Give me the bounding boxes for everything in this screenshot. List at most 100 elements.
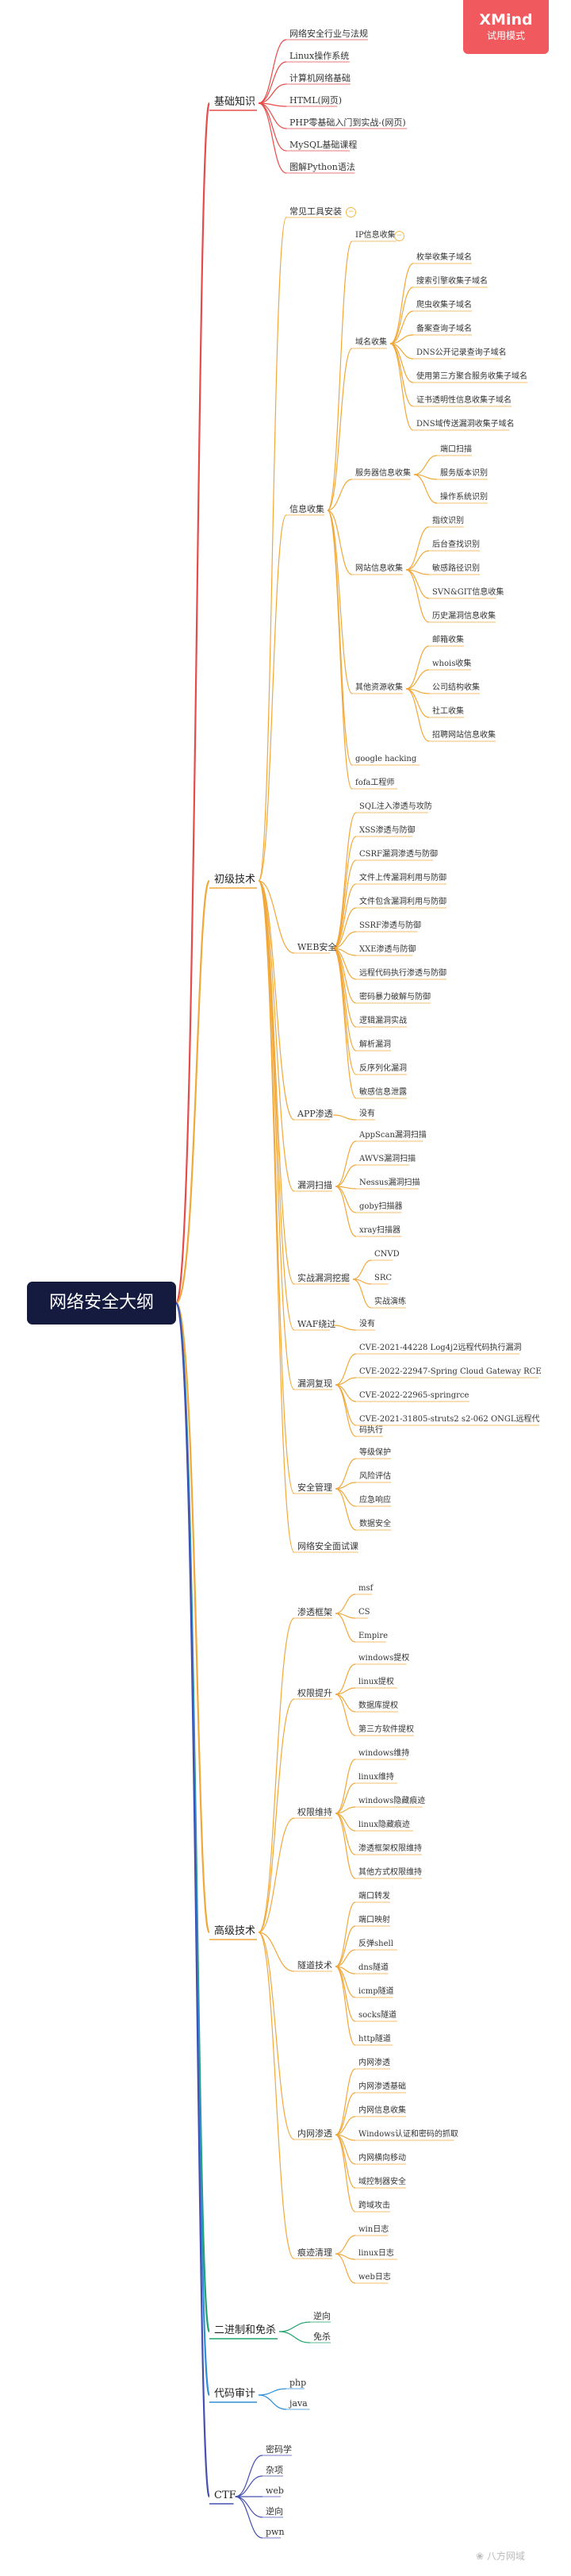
leaf-topic[interactable]: 等级保护	[359, 1448, 391, 1457]
leaf-topic[interactable]: pwn	[266, 2527, 285, 2537]
subtopic[interactable]: 其他资源收集	[355, 683, 403, 692]
main-topic[interactable]: 初级技术	[214, 874, 256, 886]
leaf-topic[interactable]: 网络安全行业与法规	[289, 29, 368, 39]
leaf-topic[interactable]: 网络安全面试课	[297, 1541, 358, 1551]
leaf-topic[interactable]: AWVS漏洞扫描	[359, 1155, 416, 1163]
leaf-topic[interactable]: linux维持	[358, 1773, 394, 1782]
leaf-topic[interactable]: Linux操作系统	[289, 51, 350, 61]
subtopic[interactable]: 漏洞扫描	[297, 1180, 332, 1190]
leaf-topic[interactable]: PHP零基础入门到实战-(网页)	[289, 117, 406, 128]
leaf-topic[interactable]: http隧道	[358, 2035, 391, 2043]
leaf-topic[interactable]: 逆向	[266, 2506, 283, 2516]
leaf-topic[interactable]: HTML(网页)	[289, 95, 343, 106]
leaf-topic[interactable]: web	[266, 2486, 284, 2496]
leaf-topic[interactable]: 历史漏洞信息收集	[432, 612, 496, 621]
leaf-topic[interactable]: 解析漏洞	[359, 1040, 391, 1049]
leaf-topic[interactable]: 渗透框架权限维持	[358, 1844, 422, 1853]
leaf-topic[interactable]: 内网渗透基础	[358, 2082, 406, 2091]
leaf-topic[interactable]: 常见工具安装	[289, 206, 342, 217]
leaf-topic[interactable]: 备案查询子域名	[416, 325, 472, 333]
subtopic[interactable]: 网站信息收集	[355, 564, 403, 573]
leaf-topic[interactable]: 服务版本识别	[440, 469, 488, 478]
leaf-topic[interactable]: SQL注入渗透与攻防	[359, 802, 432, 811]
leaf-topic[interactable]: CVE-2021-44228 Log4j2远程代码执行漏洞	[359, 1344, 522, 1352]
leaf-topic[interactable]: 内网横向移动	[358, 2154, 406, 2163]
leaf-topic[interactable]: 指纹识别	[432, 517, 464, 525]
leaf-topic[interactable]: socks隧道	[358, 2011, 397, 2020]
leaf-topic[interactable]: SRC	[374, 1274, 393, 1282]
leaf-topic[interactable]: 端口映射	[358, 1916, 390, 1924]
leaf-topic[interactable]: 内网渗透	[358, 2059, 390, 2067]
leaf-topic[interactable]: XXE渗透与防御	[359, 945, 416, 954]
leaf-topic[interactable]: 内网信息收集	[358, 2106, 406, 2115]
subtopic[interactable]: WAF绕过	[297, 1319, 336, 1329]
leaf-topic[interactable]: CVE-2021-31805-struts2 s2-062 ONGL远程代	[359, 1415, 540, 1424]
leaf-topic[interactable]: whois收集	[432, 659, 472, 668]
collapse-icon[interactable]: −	[394, 231, 404, 241]
leaf-topic[interactable]: MySQL基础课程	[289, 140, 358, 150]
leaf-topic[interactable]: CS	[358, 1608, 370, 1617]
leaf-topic[interactable]: dns隧道	[358, 1963, 389, 1972]
leaf-topic[interactable]: SSRF渗透与防御	[359, 921, 421, 930]
leaf-topic[interactable]: DNS域传送漏洞收集子域名	[416, 420, 515, 429]
leaf-topic[interactable]: 逻辑漏洞实战	[359, 1017, 407, 1025]
leaf-topic[interactable]: 反序列化漏洞	[359, 1064, 407, 1073]
leaf-topic[interactable]: 邮箱收集	[432, 636, 464, 644]
leaf-topic[interactable]: 端口转发	[358, 1892, 390, 1901]
leaf-topic[interactable]: SVN&GIT信息收集	[432, 588, 504, 597]
main-topic[interactable]: 基础知识	[214, 96, 256, 108]
leaf-topic[interactable]: DNS公开记录查询子域名	[416, 348, 507, 357]
leaf-topic[interactable]: Empire	[358, 1632, 389, 1640]
leaf-topic[interactable]: 反弹shell	[358, 1940, 393, 1948]
subtopic[interactable]: 痕迹清理	[297, 2247, 332, 2258]
leaf-topic[interactable]: web日志	[358, 2273, 391, 2282]
leaf-topic[interactable]: 招聘网站信息收集	[432, 731, 496, 740]
leaf-topic[interactable]: 域控制器安全	[358, 2178, 406, 2186]
leaf-topic[interactable]: linux日志	[358, 2249, 394, 2258]
leaf-topic[interactable]: 公司结构收集	[432, 683, 480, 692]
leaf-topic[interactable]: 证书透明性信息收集子域名	[416, 396, 512, 405]
leaf-topic[interactable]: 实战演练	[374, 1298, 406, 1306]
leaf-topic[interactable]: windows提权	[358, 1654, 410, 1663]
leaf-topic[interactable]: 码执行	[359, 1426, 383, 1435]
leaf-topic[interactable]: CNVD	[374, 1250, 400, 1259]
leaf-topic[interactable]: 爬虫收集子域名	[416, 301, 472, 310]
subtopic[interactable]: 域名收集	[355, 338, 387, 347]
leaf-topic[interactable]: 没有	[359, 1320, 375, 1328]
leaf-topic[interactable]: CVE-2022-22947-Spring Cloud Gateway RCE	[359, 1367, 542, 1376]
collapse-icon[interactable]: −	[346, 207, 356, 217]
leaf-topic[interactable]: 密码暴力破解与防御	[359, 993, 431, 1002]
leaf-topic[interactable]: 杂项	[266, 2465, 283, 2475]
leaf-topic[interactable]: 远程代码执行渗透与防御	[359, 969, 446, 978]
subtopic[interactable]: 实战漏洞挖掘	[297, 1273, 350, 1283]
leaf-topic[interactable]: 风险评估	[359, 1472, 391, 1481]
leaf-topic[interactable]: 使用第三方聚合服务收集子域名	[416, 372, 527, 381]
leaf-topic[interactable]: 跨域攻击	[358, 2201, 390, 2210]
leaf-topic[interactable]: windows隐藏痕迹	[358, 1797, 426, 1805]
subtopic[interactable]: 隧道技术	[297, 1960, 332, 1970]
leaf-topic[interactable]: XSS渗透与防御	[359, 826, 416, 835]
subtopic[interactable]: 权限维持	[297, 1807, 332, 1817]
leaf-topic[interactable]: java	[289, 2398, 308, 2409]
leaf-topic[interactable]: 端口扫描	[440, 445, 472, 454]
leaf-topic[interactable]: 敏感信息泄露	[359, 1088, 407, 1097]
leaf-topic[interactable]: 敏感路径识别	[432, 564, 480, 573]
main-topic[interactable]: CTF	[214, 2489, 236, 2501]
leaf-topic[interactable]: AppScan漏洞扫描	[359, 1131, 427, 1140]
leaf-topic[interactable]: icmp隧道	[358, 1987, 394, 1996]
leaf-topic[interactable]: msf	[358, 1584, 374, 1593]
main-topic[interactable]: 代码审计	[214, 2388, 256, 2400]
leaf-topic[interactable]: 第三方软件提权	[358, 1725, 414, 1734]
leaf-topic[interactable]: 应急响应	[359, 1496, 391, 1505]
leaf-topic[interactable]: CVE-2022-22965-springrce	[359, 1391, 469, 1400]
subtopic[interactable]: 权限提升	[297, 1688, 332, 1698]
subtopic[interactable]: 信息收集	[289, 504, 324, 514]
leaf-topic[interactable]: 社工收集	[432, 707, 464, 716]
leaf-topic[interactable]: 文件上传漏洞利用与防御	[359, 874, 446, 882]
leaf-topic[interactable]: 图解Python语法	[289, 162, 355, 172]
leaf-topic[interactable]: 数据库提权	[358, 1701, 398, 1710]
subtopic[interactable]: 内网渗透	[297, 2128, 332, 2139]
subtopic[interactable]: 安全管理	[297, 1482, 332, 1493]
root-topic[interactable]: 网络安全大纲	[27, 1282, 176, 1325]
leaf-topic[interactable]: fofa工程师	[355, 779, 395, 787]
